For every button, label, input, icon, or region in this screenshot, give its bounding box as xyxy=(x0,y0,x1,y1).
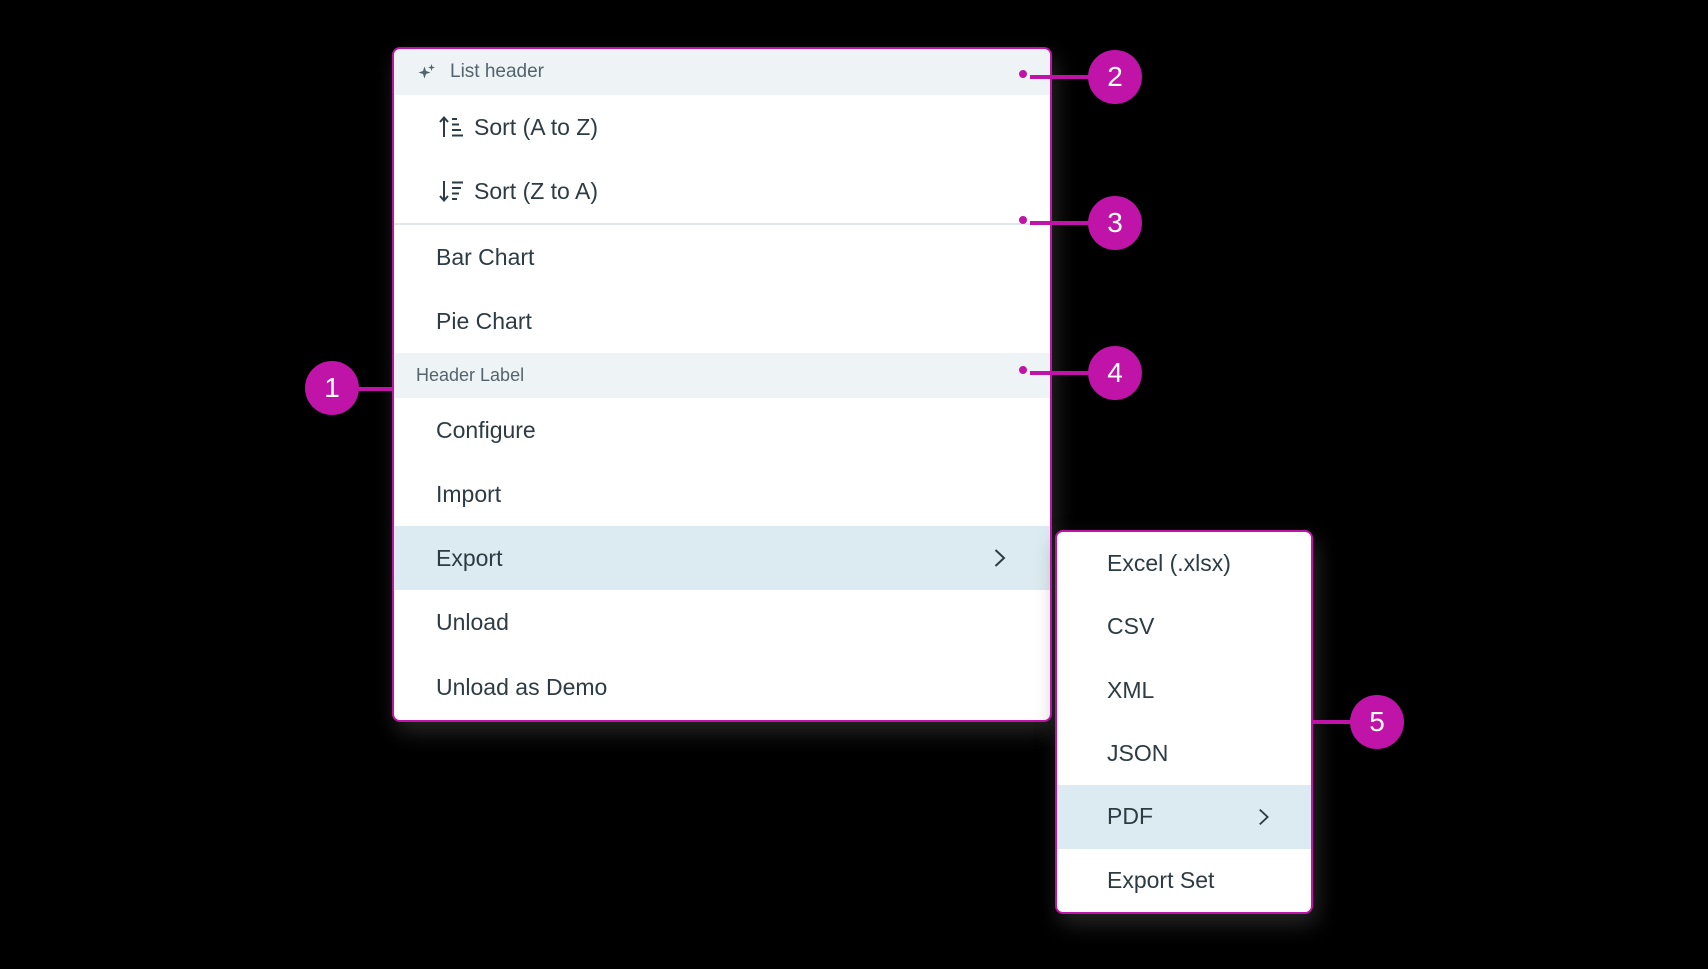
submenu-item-pdf[interactable]: PDF xyxy=(1057,785,1311,849)
submenu-item-xml[interactable]: XML xyxy=(1057,659,1311,722)
sparkles-icon xyxy=(416,61,438,83)
callout-2-line xyxy=(1030,75,1092,79)
submenu-item-json[interactable]: JSON xyxy=(1057,722,1311,785)
callout-2-anchor-dot xyxy=(1019,70,1027,78)
menu-item-label: Configure xyxy=(436,416,536,443)
menu-list-header-label: List header xyxy=(450,61,545,82)
menu-item-sort-z-to-a[interactable]: Sort (Z to A) xyxy=(394,159,1050,223)
menu-separator xyxy=(394,223,1050,225)
menu-item-bar-chart[interactable]: Bar Chart xyxy=(394,225,1050,289)
submenu-item-excel[interactable]: Excel (.xlsx) xyxy=(1057,532,1311,595)
callout-number: 3 xyxy=(1107,207,1123,238)
export-submenu: Excel (.xlsx) CSV XML JSON PDF Export Se… xyxy=(1055,530,1313,914)
submenu-item-export-set[interactable]: Export Set xyxy=(1057,849,1311,912)
menu-item-configure[interactable]: Configure xyxy=(394,398,1050,462)
callout-number: 1 xyxy=(324,372,340,403)
callout-3-line xyxy=(1030,221,1092,225)
menu-item-export[interactable]: Export xyxy=(394,526,1050,590)
menu-item-label: Unload as Demo xyxy=(436,673,608,700)
sort-ascending-icon xyxy=(436,113,464,141)
callout-badge-2: 2 xyxy=(1088,50,1142,104)
menu-item-label: Sort (A to Z) xyxy=(474,113,598,140)
chevron-right-icon xyxy=(986,545,1012,571)
menu-item-unload-as-demo[interactable]: Unload as Demo xyxy=(394,654,1050,720)
menu-item-label: CSV xyxy=(1107,613,1155,640)
callout-4-anchor-dot xyxy=(1019,366,1027,374)
menu-item-label: Import xyxy=(436,480,502,507)
menu-item-label: Pie Chart xyxy=(436,307,532,334)
callout-badge-1: 1 xyxy=(305,361,359,415)
menu-item-label: JSON xyxy=(1107,740,1169,767)
callout-badge-5: 5 xyxy=(1350,695,1404,749)
sort-descending-icon xyxy=(436,177,464,205)
callout-number: 5 xyxy=(1369,706,1385,737)
callout-number: 2 xyxy=(1107,61,1123,92)
menu-item-label: PDF xyxy=(1107,803,1153,830)
menu-item-label: XML xyxy=(1107,676,1155,703)
callout-number: 4 xyxy=(1107,357,1123,388)
menu-list-header: List header xyxy=(394,49,1050,95)
callout-badge-3: 3 xyxy=(1088,196,1142,250)
menu-item-pie-chart[interactable]: Pie Chart xyxy=(394,289,1050,353)
menu-header-label: Header Label xyxy=(394,353,1050,398)
submenu-item-csv[interactable]: CSV xyxy=(1057,595,1311,658)
menu-item-label: Export xyxy=(436,544,503,571)
callout-5-line xyxy=(1312,720,1352,724)
context-menu: List header Sort (A to Z) Sort (Z to A) xyxy=(392,47,1052,722)
callout-3-anchor-dot xyxy=(1019,216,1027,224)
menu-item-label: Sort (Z to A) xyxy=(474,177,598,204)
callout-badge-4: 4 xyxy=(1088,346,1142,400)
menu-item-sort-a-to-z[interactable]: Sort (A to Z) xyxy=(394,95,1050,159)
menu-header-label-text: Header Label xyxy=(416,365,525,385)
chevron-right-icon xyxy=(1251,805,1275,829)
menu-item-label: Excel (.xlsx) xyxy=(1107,550,1231,577)
menu-item-label: Unload xyxy=(436,608,509,635)
callout-4-line xyxy=(1030,371,1092,375)
menu-item-label: Bar Chart xyxy=(436,243,535,270)
menu-item-import[interactable]: Import xyxy=(394,462,1050,526)
menu-item-unload[interactable]: Unload xyxy=(394,590,1050,654)
callout-1-line xyxy=(352,387,394,391)
menu-item-label: Export Set xyxy=(1107,866,1215,893)
